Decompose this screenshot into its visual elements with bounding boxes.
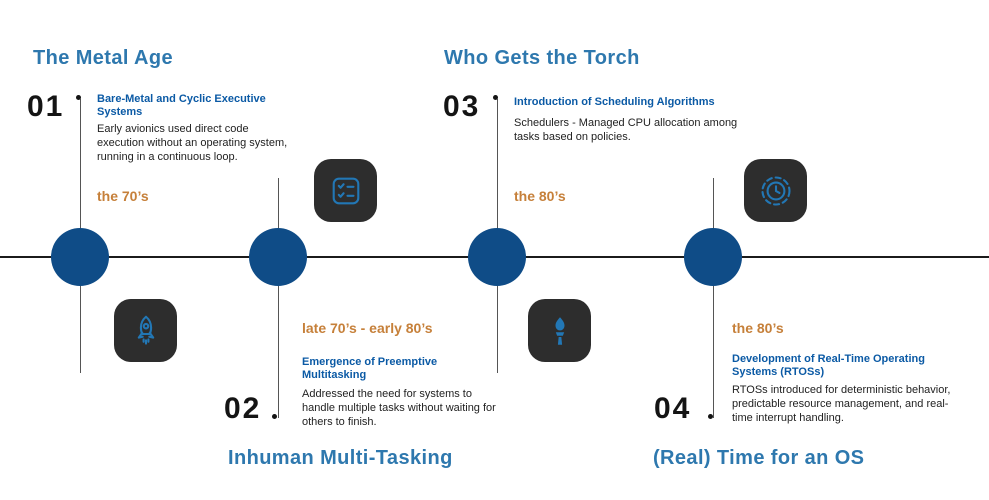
item-era-01: the 70’s <box>97 188 149 204</box>
clock-icon <box>744 159 807 222</box>
item-number-01: 01 <box>27 90 65 123</box>
section-title-torch: Who Gets the Torch <box>444 47 640 69</box>
item-era-03: the 80’s <box>514 188 566 204</box>
item-heading-04: Development of Real-Time Operating Syste… <box>732 353 925 379</box>
torch-icon <box>528 299 591 362</box>
connector-line-2 <box>278 178 279 418</box>
checklist-icon-glyph <box>332 177 359 204</box>
timeline-node-3 <box>468 228 526 286</box>
item-era-02: late 70’s - early 80’s <box>302 320 433 336</box>
checklist-icon <box>314 159 377 222</box>
item-number-02: 02 <box>224 392 262 425</box>
timeline-node-4 <box>684 228 742 286</box>
section-title-real-time-os: (Real) Time for an OS <box>653 447 865 469</box>
rocket-icon <box>114 299 177 362</box>
rocket-icon-glyph <box>137 315 154 345</box>
item-heading-01: Bare-Metal and Cyclic Executive Systems <box>97 93 266 119</box>
item-body-03: Schedulers - Managed CPU allocation amon… <box>514 117 738 143</box>
timeline-node-1 <box>51 228 109 286</box>
number-dot-03 <box>493 95 498 100</box>
section-title-metal-age: The Metal Age <box>33 47 174 69</box>
number-dot-02 <box>272 414 277 419</box>
connector-line-4 <box>713 178 714 418</box>
number-dot-04 <box>708 414 713 419</box>
item-body-02: Addressed the need for systems to handle… <box>302 388 496 428</box>
item-number-04: 04 <box>654 392 692 425</box>
item-era-04: the 80’s <box>732 320 784 336</box>
clock-icon-glyph <box>760 175 791 206</box>
item-heading-02: Emergence of Preemptive Multitasking <box>302 356 438 382</box>
torch-icon-glyph <box>555 316 564 345</box>
item-number-03: 03 <box>443 90 481 123</box>
item-heading-03: Introduction of Scheduling Algorithms <box>514 96 715 108</box>
section-title-multitasking: Inhuman Multi-Tasking <box>228 447 453 469</box>
number-dot-01 <box>76 95 81 100</box>
item-body-04: RTOSs introduced for deterministic behav… <box>732 384 951 424</box>
timeline-node-2 <box>249 228 307 286</box>
item-body-01: Early avionics used direct code executio… <box>97 123 288 163</box>
